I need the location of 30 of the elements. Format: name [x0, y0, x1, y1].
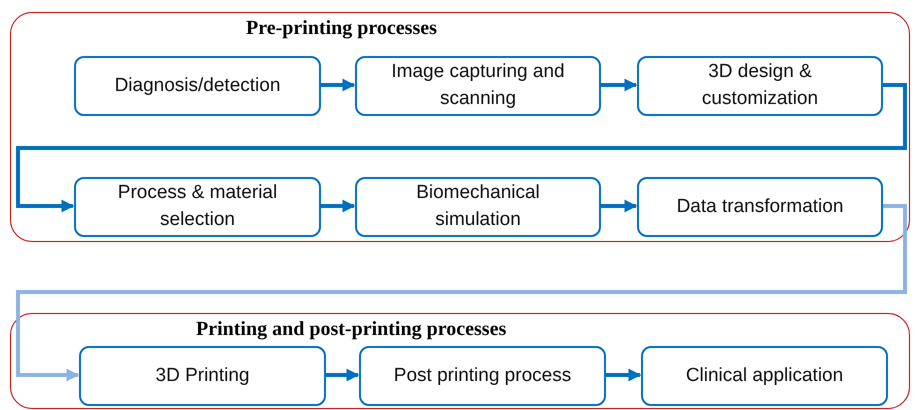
- process-box: [641, 346, 888, 406]
- box-label: Data transformation: [676, 194, 844, 219]
- process-box: [359, 346, 606, 406]
- arrow: [320, 200, 356, 212]
- process-box: [74, 56, 321, 116]
- process-box: [355, 177, 601, 237]
- box-label: Clinical application: [686, 364, 844, 388]
- arrow: [600, 200, 638, 212]
- box-label: Process & material selection: [116, 181, 278, 232]
- arrow: [600, 78, 638, 92]
- group-title: Printing and post-printing processes: [196, 318, 506, 341]
- arrow: [16, 204, 907, 382]
- process-box: [637, 177, 883, 237]
- process-box: [637, 56, 883, 116]
- box-label: Post printing process: [394, 364, 572, 388]
- box-label: 3D Printing: [156, 364, 250, 388]
- arrow: [605, 368, 642, 382]
- box-label: Biomechanical simulation: [415, 181, 541, 232]
- process-box: [79, 346, 326, 406]
- group-frame: [10, 313, 910, 409]
- box-label: Image capturing and scanning: [390, 60, 566, 111]
- arrow: [325, 368, 360, 382]
- process-box: [74, 177, 321, 237]
- box-label: Diagnosis/detection: [114, 74, 280, 98]
- group-frame: [10, 12, 910, 242]
- process-box: [355, 56, 601, 116]
- box-label: 3D design & customization: [700, 60, 820, 111]
- group-title: Pre-printing processes: [246, 17, 437, 40]
- arrow: [16, 83, 907, 212]
- arrow: [320, 78, 356, 92]
